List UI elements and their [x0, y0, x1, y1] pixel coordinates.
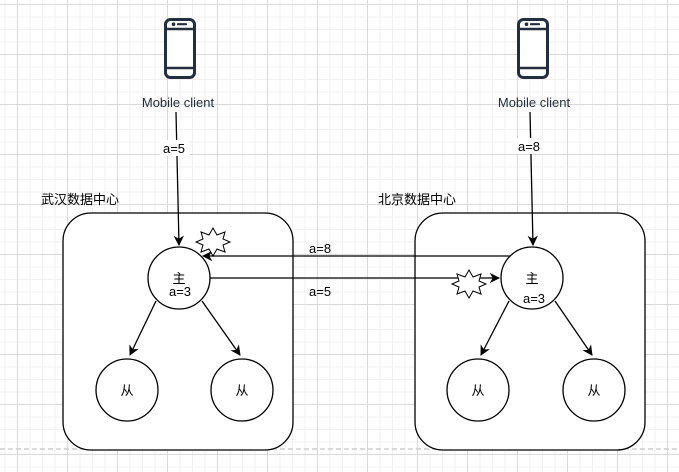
edge-master-to-slave[interactable]	[554, 300, 593, 356]
slave-node-label: 从	[471, 384, 484, 399]
master-node-wuhan-label: 主	[172, 272, 185, 287]
slave-node-label: 从	[120, 384, 133, 399]
slave-node-label: 从	[587, 384, 600, 399]
edge-master-to-slave[interactable]	[129, 300, 157, 356]
slave-node-wuhan-2[interactable]	[210, 358, 274, 422]
edge-replication-beijing-to-wuhan-label: a=8	[309, 241, 331, 256]
mobile-phone-icon[interactable]	[517, 18, 549, 79]
client-beijing-label: Mobile client	[498, 95, 571, 110]
master-node-wuhan[interactable]	[147, 246, 211, 310]
edge-label-bg	[514, 138, 544, 154]
slave-node-beijing-2[interactable]	[562, 358, 626, 422]
edge-replication-wuhan-to-beijing-label: a=5	[309, 284, 331, 299]
edge-client-beijing-label: a=8	[518, 139, 540, 154]
slave-node-wuhan-1[interactable]	[95, 358, 159, 422]
explosion-icon	[194, 226, 232, 258]
master-node-beijing[interactable]	[500, 246, 564, 310]
edge-client-beijing-to-master[interactable]	[527, 111, 538, 247]
master-node-beijing-label: 主	[525, 272, 538, 287]
slave-node-beijing-1[interactable]	[446, 358, 510, 422]
mobile-phone-icon[interactable]	[164, 18, 196, 79]
edge-client-wuhan-to-master[interactable]	[173, 111, 184, 247]
edge-label-bg	[160, 140, 190, 156]
slave-node-label: 从	[235, 384, 248, 399]
client-wuhan-label: Mobile client	[142, 95, 215, 110]
datacenter-beijing-label: 北京数据中心	[378, 193, 456, 208]
master-node-wuhan-value: a=3	[169, 284, 191, 299]
edge-master-to-slave[interactable]	[201, 300, 241, 356]
edge-client-wuhan-label: a=5	[163, 141, 185, 156]
master-node-beijing-value: a=3	[523, 291, 545, 306]
explosion-icon	[450, 268, 488, 300]
edge-master-to-slave[interactable]	[480, 300, 510, 356]
datacenter-wuhan-label: 武汉数据中心	[41, 193, 119, 208]
